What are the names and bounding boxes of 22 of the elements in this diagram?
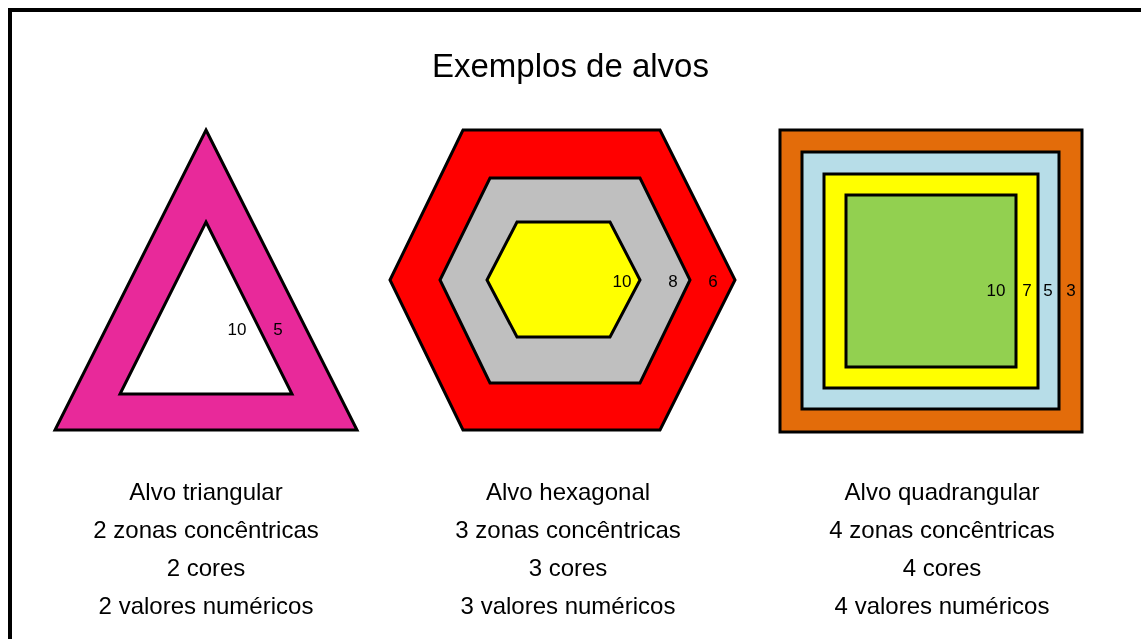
target-caption: 3 zonas concêntricas: [455, 516, 681, 544]
zone-score: 3: [1066, 281, 1076, 301]
zone-score: 5: [273, 320, 283, 340]
diagram-title: Exemplos de alvos: [431, 46, 710, 86]
target-caption: 4 cores: [902, 554, 982, 582]
zone-score: 10: [986, 281, 1006, 301]
zone-score: 8: [668, 272, 678, 292]
target-caption: Alvo triangular: [129, 478, 283, 506]
target-caption: 2 zonas concêntricas: [93, 516, 319, 544]
zone-score: 6: [708, 272, 718, 292]
target-caption: 4 valores numéricos: [834, 592, 1050, 620]
zone-score: 7: [1022, 281, 1032, 301]
target-caption: Alvo hexagonal: [485, 478, 651, 506]
target-caption: 3 valores numéricos: [460, 592, 676, 620]
zone-score: 10: [227, 320, 247, 340]
target-caption: 2 valores numéricos: [98, 592, 314, 620]
target-caption: Alvo quadrangular: [844, 478, 1040, 506]
zone-score: 10: [612, 272, 632, 292]
zone-score: 5: [1043, 281, 1053, 301]
target-caption: 4 zonas concêntricas: [829, 516, 1055, 544]
target-caption: 2 cores: [166, 554, 246, 582]
target-caption: 3 cores: [528, 554, 608, 582]
